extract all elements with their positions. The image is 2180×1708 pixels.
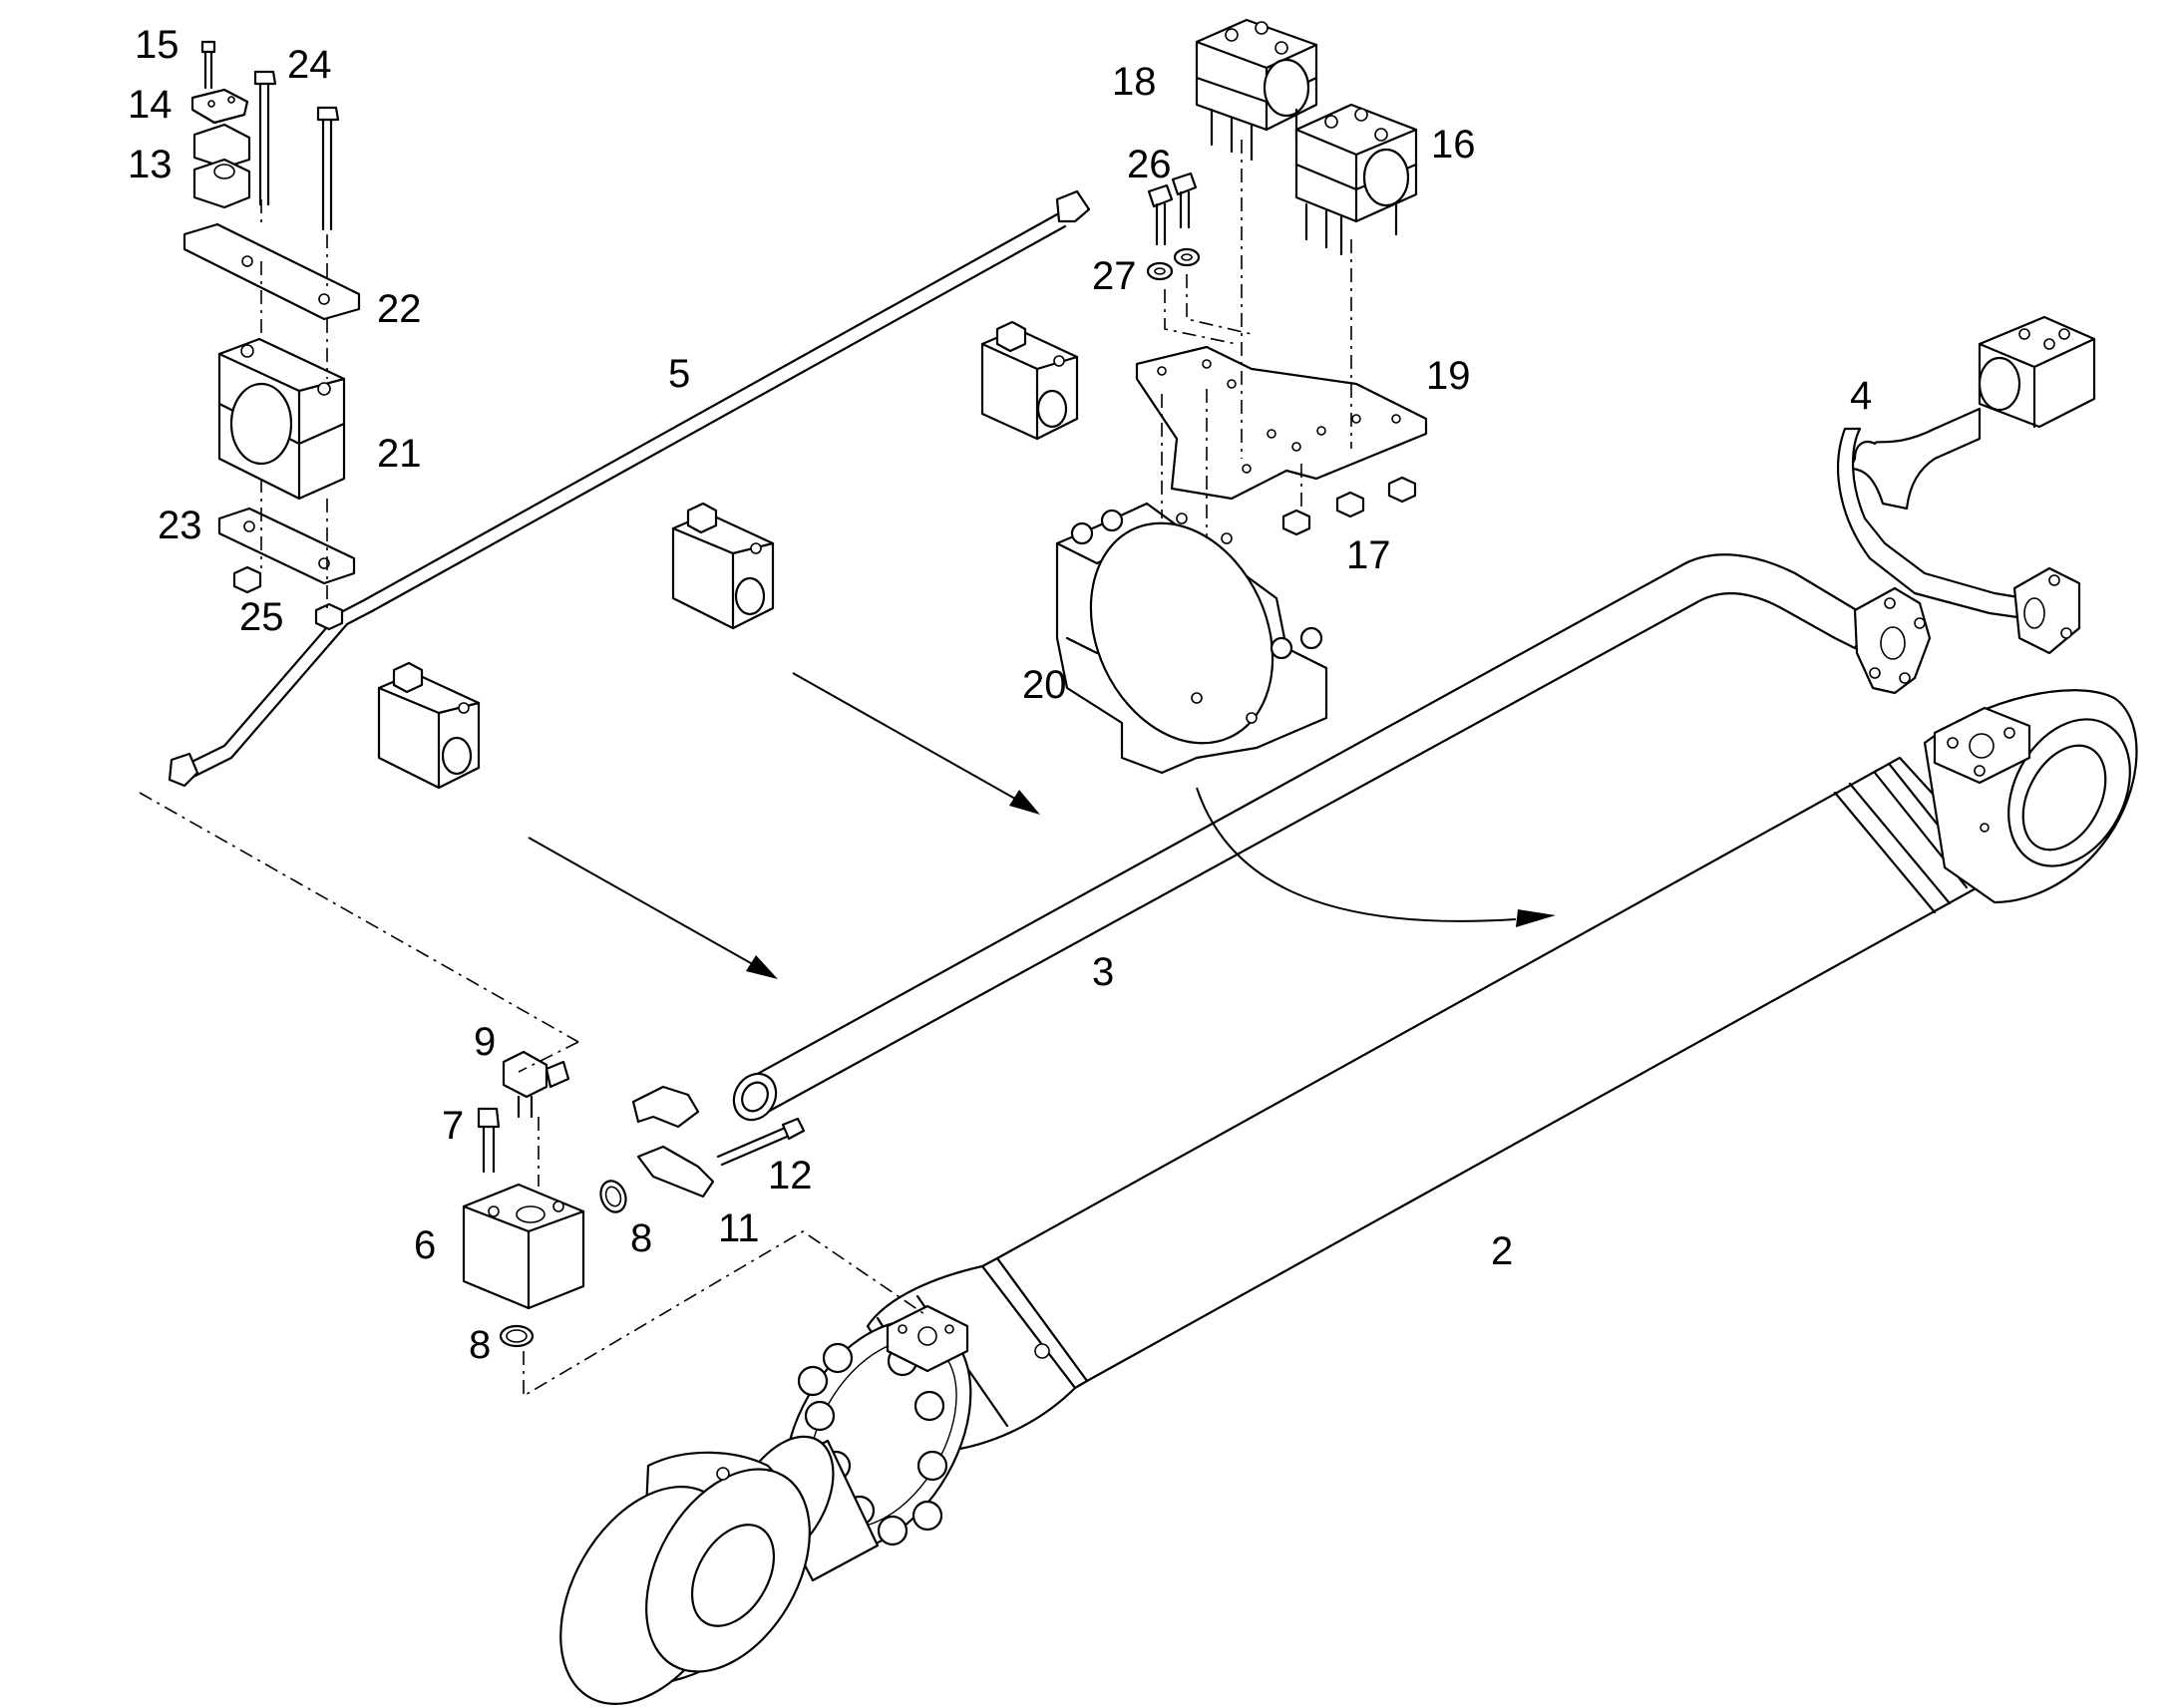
- cap-screw-part-7: [477, 1107, 501, 1174]
- washers-part-27: [1146, 247, 1201, 281]
- callout-18: 18: [1112, 60, 1157, 104]
- callout-11: 11: [718, 1206, 760, 1250]
- callout-9: 9: [474, 1020, 496, 1064]
- callout-27: 27: [1092, 254, 1137, 298]
- hydraulic-tube-part-3: [732, 553, 1932, 1122]
- callout-5: 5: [668, 352, 690, 396]
- clamp-halves-part-13: [192, 123, 251, 209]
- nuts-part-25: [232, 565, 344, 631]
- callout-2: 2: [1491, 1229, 1513, 1273]
- callout-24: 24: [287, 43, 332, 87]
- callout-23: 23: [158, 504, 202, 547]
- callout-17: 17: [1346, 533, 1391, 577]
- o-ring-part-8-upper: [599, 1180, 627, 1213]
- split-clamp-part-20: [1055, 502, 1328, 775]
- callout-4: 4: [1850, 374, 1872, 418]
- callout-13: 13: [128, 143, 173, 186]
- callout-26: 26: [1127, 143, 1172, 186]
- bent-pipe-part-4: [1837, 315, 2096, 655]
- callout-12: 12: [768, 1154, 813, 1197]
- callout-19: 19: [1426, 354, 1471, 398]
- callout-16: 16: [1431, 123, 1476, 167]
- top-plate-part-22: [182, 222, 361, 321]
- clamp-block-part-18: [1195, 18, 1318, 162]
- callout-3: 3: [1092, 950, 1114, 994]
- callout-8-upper: 8: [630, 1216, 652, 1260]
- cylinder-rod-eye: [559, 1451, 811, 1705]
- clamp-block-part-16: [1294, 103, 1418, 256]
- mounting-plate-part-19: [1135, 345, 1428, 501]
- callout-20: 20: [1022, 663, 1067, 707]
- assembly-dash-lines: [139, 140, 1352, 1398]
- callout-25: 25: [239, 595, 284, 639]
- bolts-part-26: [1147, 171, 1198, 246]
- elbow-fitting-part-9: [502, 1050, 570, 1119]
- callout-7: 7: [442, 1104, 464, 1148]
- callout-8-lower: 8: [469, 1323, 491, 1367]
- nuts-part-17: [1281, 476, 1417, 536]
- bolt-part-12: [716, 1117, 806, 1167]
- manifold-block-part-6: [462, 1183, 585, 1310]
- small-tube-clamp-middle: [671, 502, 775, 630]
- callout-labels: 2 3 4 5 6 7 8 8 9 11 12 13 14 15 16 17 1…: [128, 23, 1872, 1367]
- cylinder-rear-eye: [1923, 689, 2138, 904]
- clamp-block-part-21: [217, 337, 346, 501]
- small-tube-clamp-lower: [377, 661, 481, 790]
- hydraulic-cylinder-part-2: [559, 689, 2138, 1705]
- bottom-plate-part-23: [217, 507, 356, 585]
- cover-plate-part-14: [190, 88, 249, 125]
- small-tube-clamp-upper: [980, 320, 1079, 441]
- callout-15: 15: [135, 23, 180, 67]
- screw-part-15: [200, 40, 216, 90]
- flange-halves-part-11: [631, 1085, 715, 1198]
- long-bolts-part-24: [253, 70, 340, 231]
- callout-21: 21: [377, 432, 422, 476]
- callout-22: 22: [377, 287, 422, 331]
- o-ring-part-8-lower: [499, 1324, 535, 1348]
- callout-14: 14: [128, 83, 173, 127]
- callout-6: 6: [414, 1223, 436, 1267]
- direction-arrows: [528, 672, 1556, 979]
